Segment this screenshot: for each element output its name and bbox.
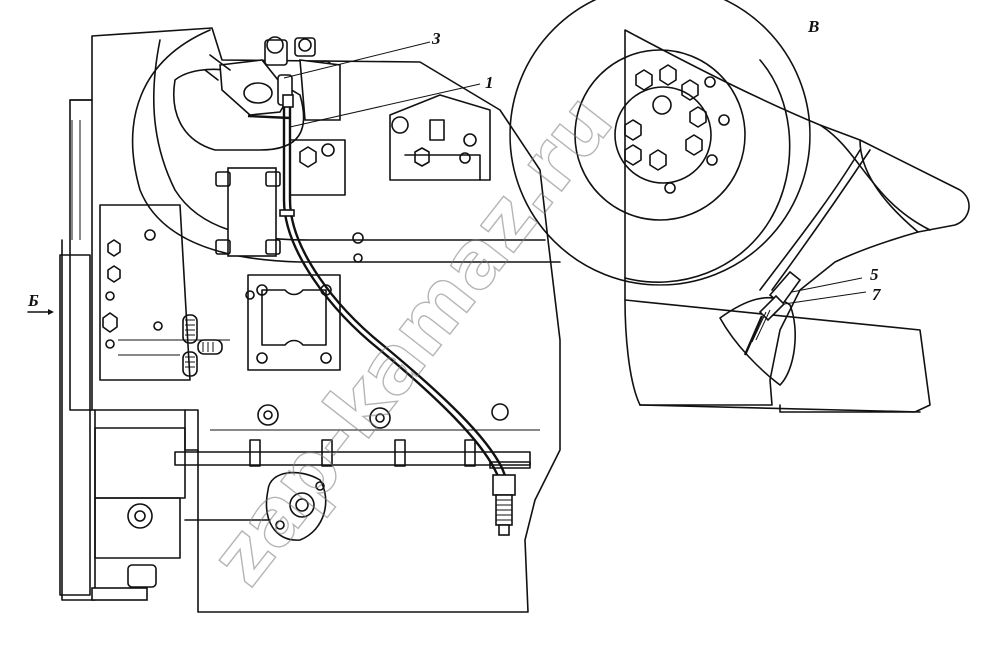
watermark: zap-kamaz.ru bbox=[194, 78, 630, 601]
plate-bolts bbox=[102, 229, 255, 349]
leader-3 bbox=[283, 41, 431, 79]
rail-studs bbox=[249, 439, 476, 467]
mounting-bracket bbox=[227, 167, 277, 257]
callout-5: 5 bbox=[870, 265, 879, 284]
fitting-assembly bbox=[204, 36, 341, 121]
flywheel-housing-outline bbox=[624, 29, 970, 406]
oval-flange bbox=[265, 471, 327, 541]
slotted-bolts bbox=[182, 314, 223, 377]
hub-bolts bbox=[624, 64, 730, 194]
line-connector bbox=[489, 461, 531, 536]
engine-side-view bbox=[27, 27, 561, 613]
leader-7 bbox=[783, 291, 867, 305]
flywheel bbox=[510, 0, 810, 285]
callout-3: 3 bbox=[431, 29, 441, 48]
leader-5 bbox=[791, 277, 863, 293]
sensor-line bbox=[282, 100, 502, 481]
detail-view-v bbox=[510, 0, 970, 413]
view-label-v: В bbox=[807, 17, 819, 36]
flange-plate bbox=[99, 204, 191, 381]
engine-block-outline bbox=[69, 27, 561, 613]
leader-1 bbox=[289, 83, 481, 128]
callout-1: 1 bbox=[485, 73, 494, 92]
view-label-b: Б bbox=[27, 291, 39, 310]
callout-7: 7 bbox=[872, 285, 882, 304]
